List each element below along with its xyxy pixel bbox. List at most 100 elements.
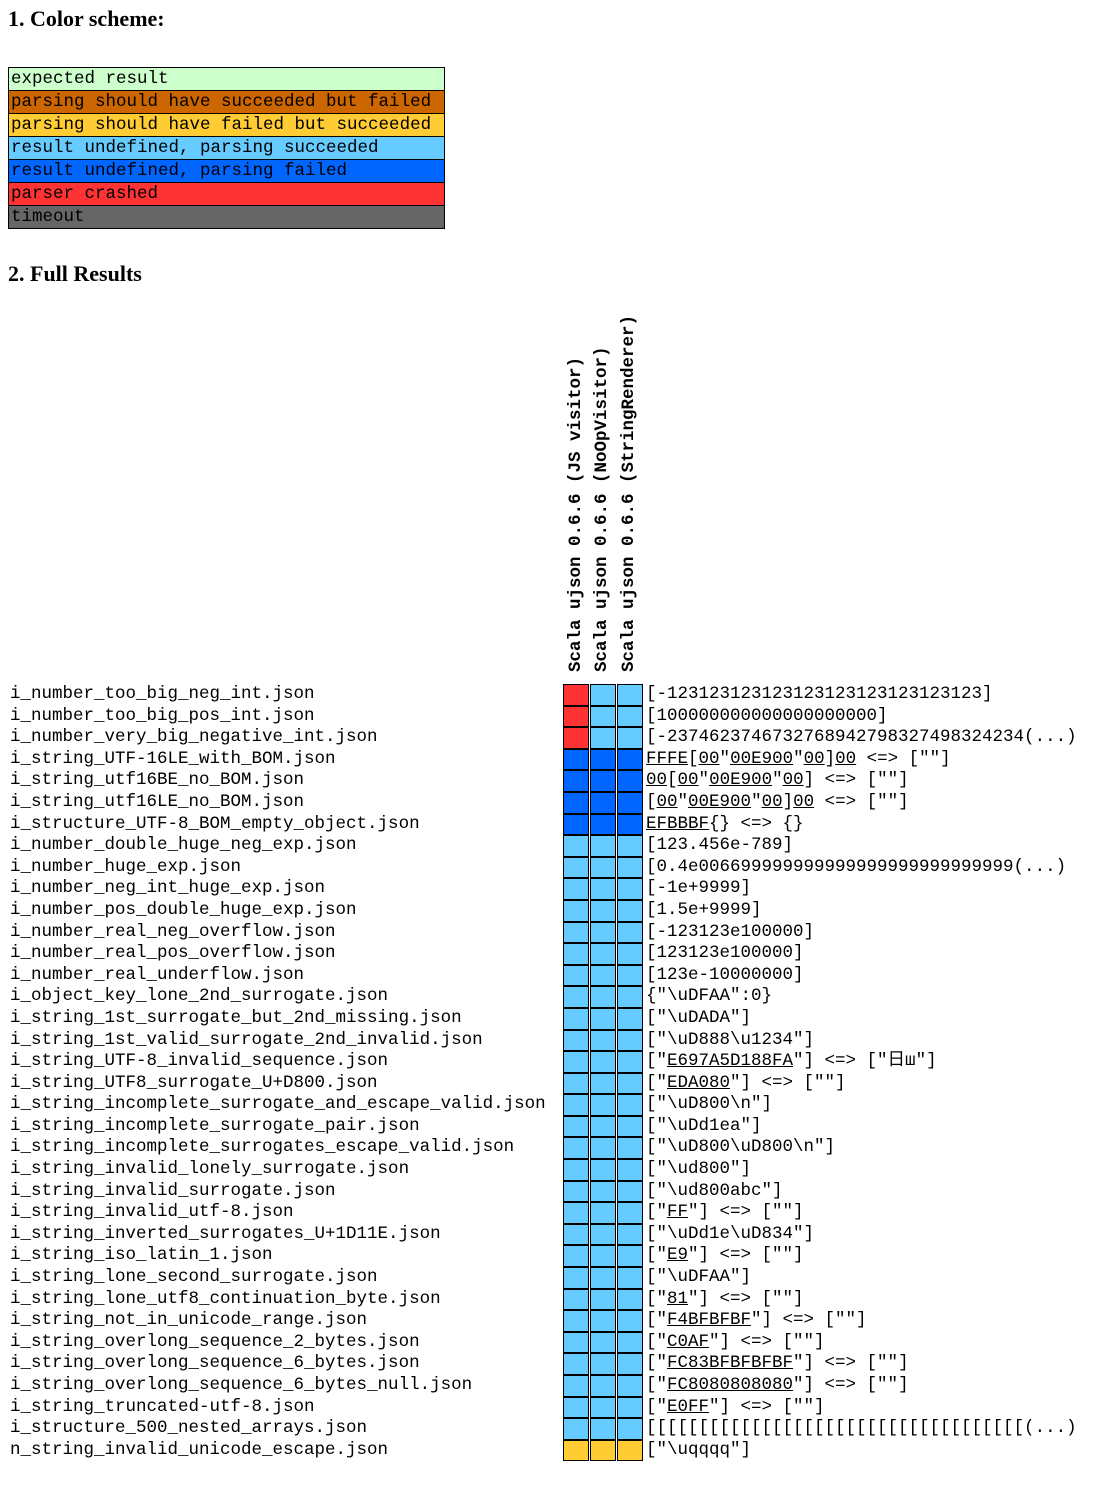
test-file-name: i_string_1st_surrogate_but_2nd_missing.j… (10, 1007, 462, 1028)
snippet-text: " (677, 791, 689, 812)
column-header-js-visitor: Scala ujson 0.6.6 (JS visitor) (563, 305, 590, 672)
hex-bytes: E0FF (667, 1396, 710, 1417)
result-cell-undef_succ (590, 1094, 616, 1116)
snippet-text: "] <=> [""] (709, 1331, 825, 1352)
result-cell-undef_succ (590, 705, 616, 728)
result-cell-crash (563, 684, 589, 706)
result-cell-undef_succ (590, 856, 616, 879)
test-file-name: i_object_key_lone_2nd_surrogate.json (10, 986, 389, 1007)
result-cell-undef_succ (617, 684, 643, 706)
result-cell-undef_succ (590, 1267, 616, 1289)
result-cell-undef_succ (617, 1245, 643, 1268)
result-cell-undef_succ (590, 1202, 616, 1224)
test-file-name: i_string_invalid_utf-8.json (10, 1202, 294, 1223)
snippet-text: " (719, 748, 731, 769)
result-cell-undef_succ (617, 1051, 643, 1073)
test-file-name: i_string_UTF-16LE_with_BOM.json (10, 748, 336, 769)
column-header-label: Scala ujson 0.6.6 (JS visitor) (565, 356, 586, 672)
full-results-heading: 2. Full Results (8, 261, 142, 286)
result-cell-undef_fail (617, 791, 643, 814)
result-cell-undef_succ (563, 1310, 589, 1332)
result-cell-undef_fail (563, 748, 589, 771)
result-cell-undef_fail (563, 813, 589, 836)
result-cell-undef_succ (563, 1202, 589, 1224)
snippet-text: [0.4e006699999999999999999999999999(...) (646, 856, 1067, 877)
snippet-text: "] <=> [""] (688, 1245, 804, 1266)
snippet-text: [" (646, 1396, 668, 1417)
test-content-snippet: ["\uD800\n"] (646, 1094, 772, 1116)
snippet-text: [[[[[[[[[[[[[[[[[[[[[[[[[[[[[[[[[[[[(...… (646, 1418, 1077, 1439)
result-cell-undef_succ (563, 899, 589, 922)
snippet-text: ["\uD800\n"] (646, 1094, 773, 1115)
test-content-snippet: [00"00E900"00]00 <=> [""] (646, 792, 909, 814)
snippet-text: [123.456e-789] (646, 835, 794, 856)
legend-item-crash: parser crashed (9, 183, 444, 206)
snippet-text: ] <=> [""] (803, 770, 909, 791)
result-cell-undef_succ (590, 1353, 616, 1375)
snippet-text: [ (646, 791, 657, 812)
result-cell-undef_succ (617, 1375, 643, 1397)
result-cell-undef_succ (563, 1159, 589, 1181)
test-content-snippet: ["\uDADA"] (646, 1008, 751, 1030)
snippet-text: ["\uDd1e\uD834"] (646, 1223, 815, 1244)
test-file-name: i_string_UTF8_surrogate_U+D800.json (10, 1072, 378, 1093)
test-content-snippet: ["FF"] <=> [""] (646, 1202, 804, 1224)
test-content-snippet: {"\uDFAA":0} (646, 986, 772, 1008)
hex-bytes: EFBBBF (646, 813, 710, 834)
result-cell-undef_succ (563, 1137, 589, 1160)
result-cell-undef_succ (563, 1396, 589, 1419)
result-cell-undef_succ (617, 835, 643, 857)
hex-bytes: FC8080808080 (667, 1375, 794, 1395)
result-cell-undef_succ (590, 1159, 616, 1181)
hex-bytes: FFFE (646, 748, 689, 769)
result-cell-crash (563, 705, 589, 728)
snippet-text: [" (646, 1331, 668, 1352)
result-cell-undef_succ (563, 856, 589, 879)
test-file-name: i_string_UTF-8_invalid_sequence.json (10, 1051, 389, 1072)
test-file-name: i_string_lone_utf8_continuation_byte.jso… (10, 1288, 441, 1309)
hex-bytes: 00 (761, 791, 783, 812)
result-cell-undef_succ (617, 1007, 643, 1030)
legend-item-expected: expected result (9, 68, 444, 91)
hex-bytes: E697A5D188FA (667, 1051, 794, 1072)
snippet-text: "] <=> [""] (688, 1202, 804, 1223)
test-file-name: i_number_real_pos_overflow.json (10, 943, 336, 964)
result-cell-undef_succ (563, 1331, 589, 1354)
result-cell-undef_succ (590, 1137, 616, 1160)
hex-bytes: 00 (793, 791, 815, 812)
result-cell-undef_fail (590, 770, 616, 792)
test-content-snippet: ["81"] <=> [""] (646, 1289, 804, 1311)
column-header-label: Scala ujson 0.6.6 (NoOpVisitor) (591, 346, 612, 672)
hex-bytes: 00 (656, 791, 678, 812)
snippet-text: "] <=> [""] (730, 1072, 846, 1093)
snippet-text: ["\uDd1ea"] (646, 1115, 762, 1136)
test-content-snippet: [123123e100000] (646, 943, 804, 965)
result-cell-undef_succ (563, 1353, 589, 1375)
test-file-name: i_string_incomplete_surrogate_pair.json (10, 1115, 420, 1136)
hex-bytes: 81 (667, 1288, 689, 1309)
result-cell-undef_succ (617, 705, 643, 728)
hex-bytes: 00 (835, 748, 857, 769)
result-cell-undef_succ (617, 1029, 643, 1052)
snippet-text: "] <=> [""] (688, 1288, 804, 1309)
snippet-text: {"\uDFAA":0} (646, 986, 773, 1007)
legend-item-fail_bad: parsing should have succeeded but failed (9, 91, 444, 114)
result-cell-undef_succ (617, 1072, 643, 1095)
test-file-name: i_string_lone_second_surrogate.json (10, 1267, 378, 1288)
snippet-text: <=> [""] (814, 791, 909, 812)
snippet-text: [" (646, 1310, 668, 1331)
hex-bytes: C0AF (667, 1331, 710, 1352)
test-file-name: i_number_too_big_neg_int.json (10, 684, 315, 704)
hex-bytes: 00 (646, 770, 668, 791)
result-cell-undef_succ (563, 1115, 589, 1138)
result-cell-crash (563, 727, 589, 749)
result-cell-undef_succ (590, 727, 616, 749)
test-file-name: i_string_utf16LE_no_BOM.json (10, 791, 305, 812)
result-cell-undef_succ (617, 1288, 643, 1311)
result-cell-undef_succ (563, 1094, 589, 1116)
snippet-text: [-2374623746732768942798327498324234(...… (646, 727, 1077, 748)
test-file-name: i_string_inverted_surrogates_U+1D11E.jso… (10, 1223, 441, 1244)
result-cell-undef_succ (563, 1180, 589, 1203)
result-cell-undef_succ (617, 1137, 643, 1160)
test-file-name: i_string_truncated-utf-8.json (10, 1396, 315, 1417)
